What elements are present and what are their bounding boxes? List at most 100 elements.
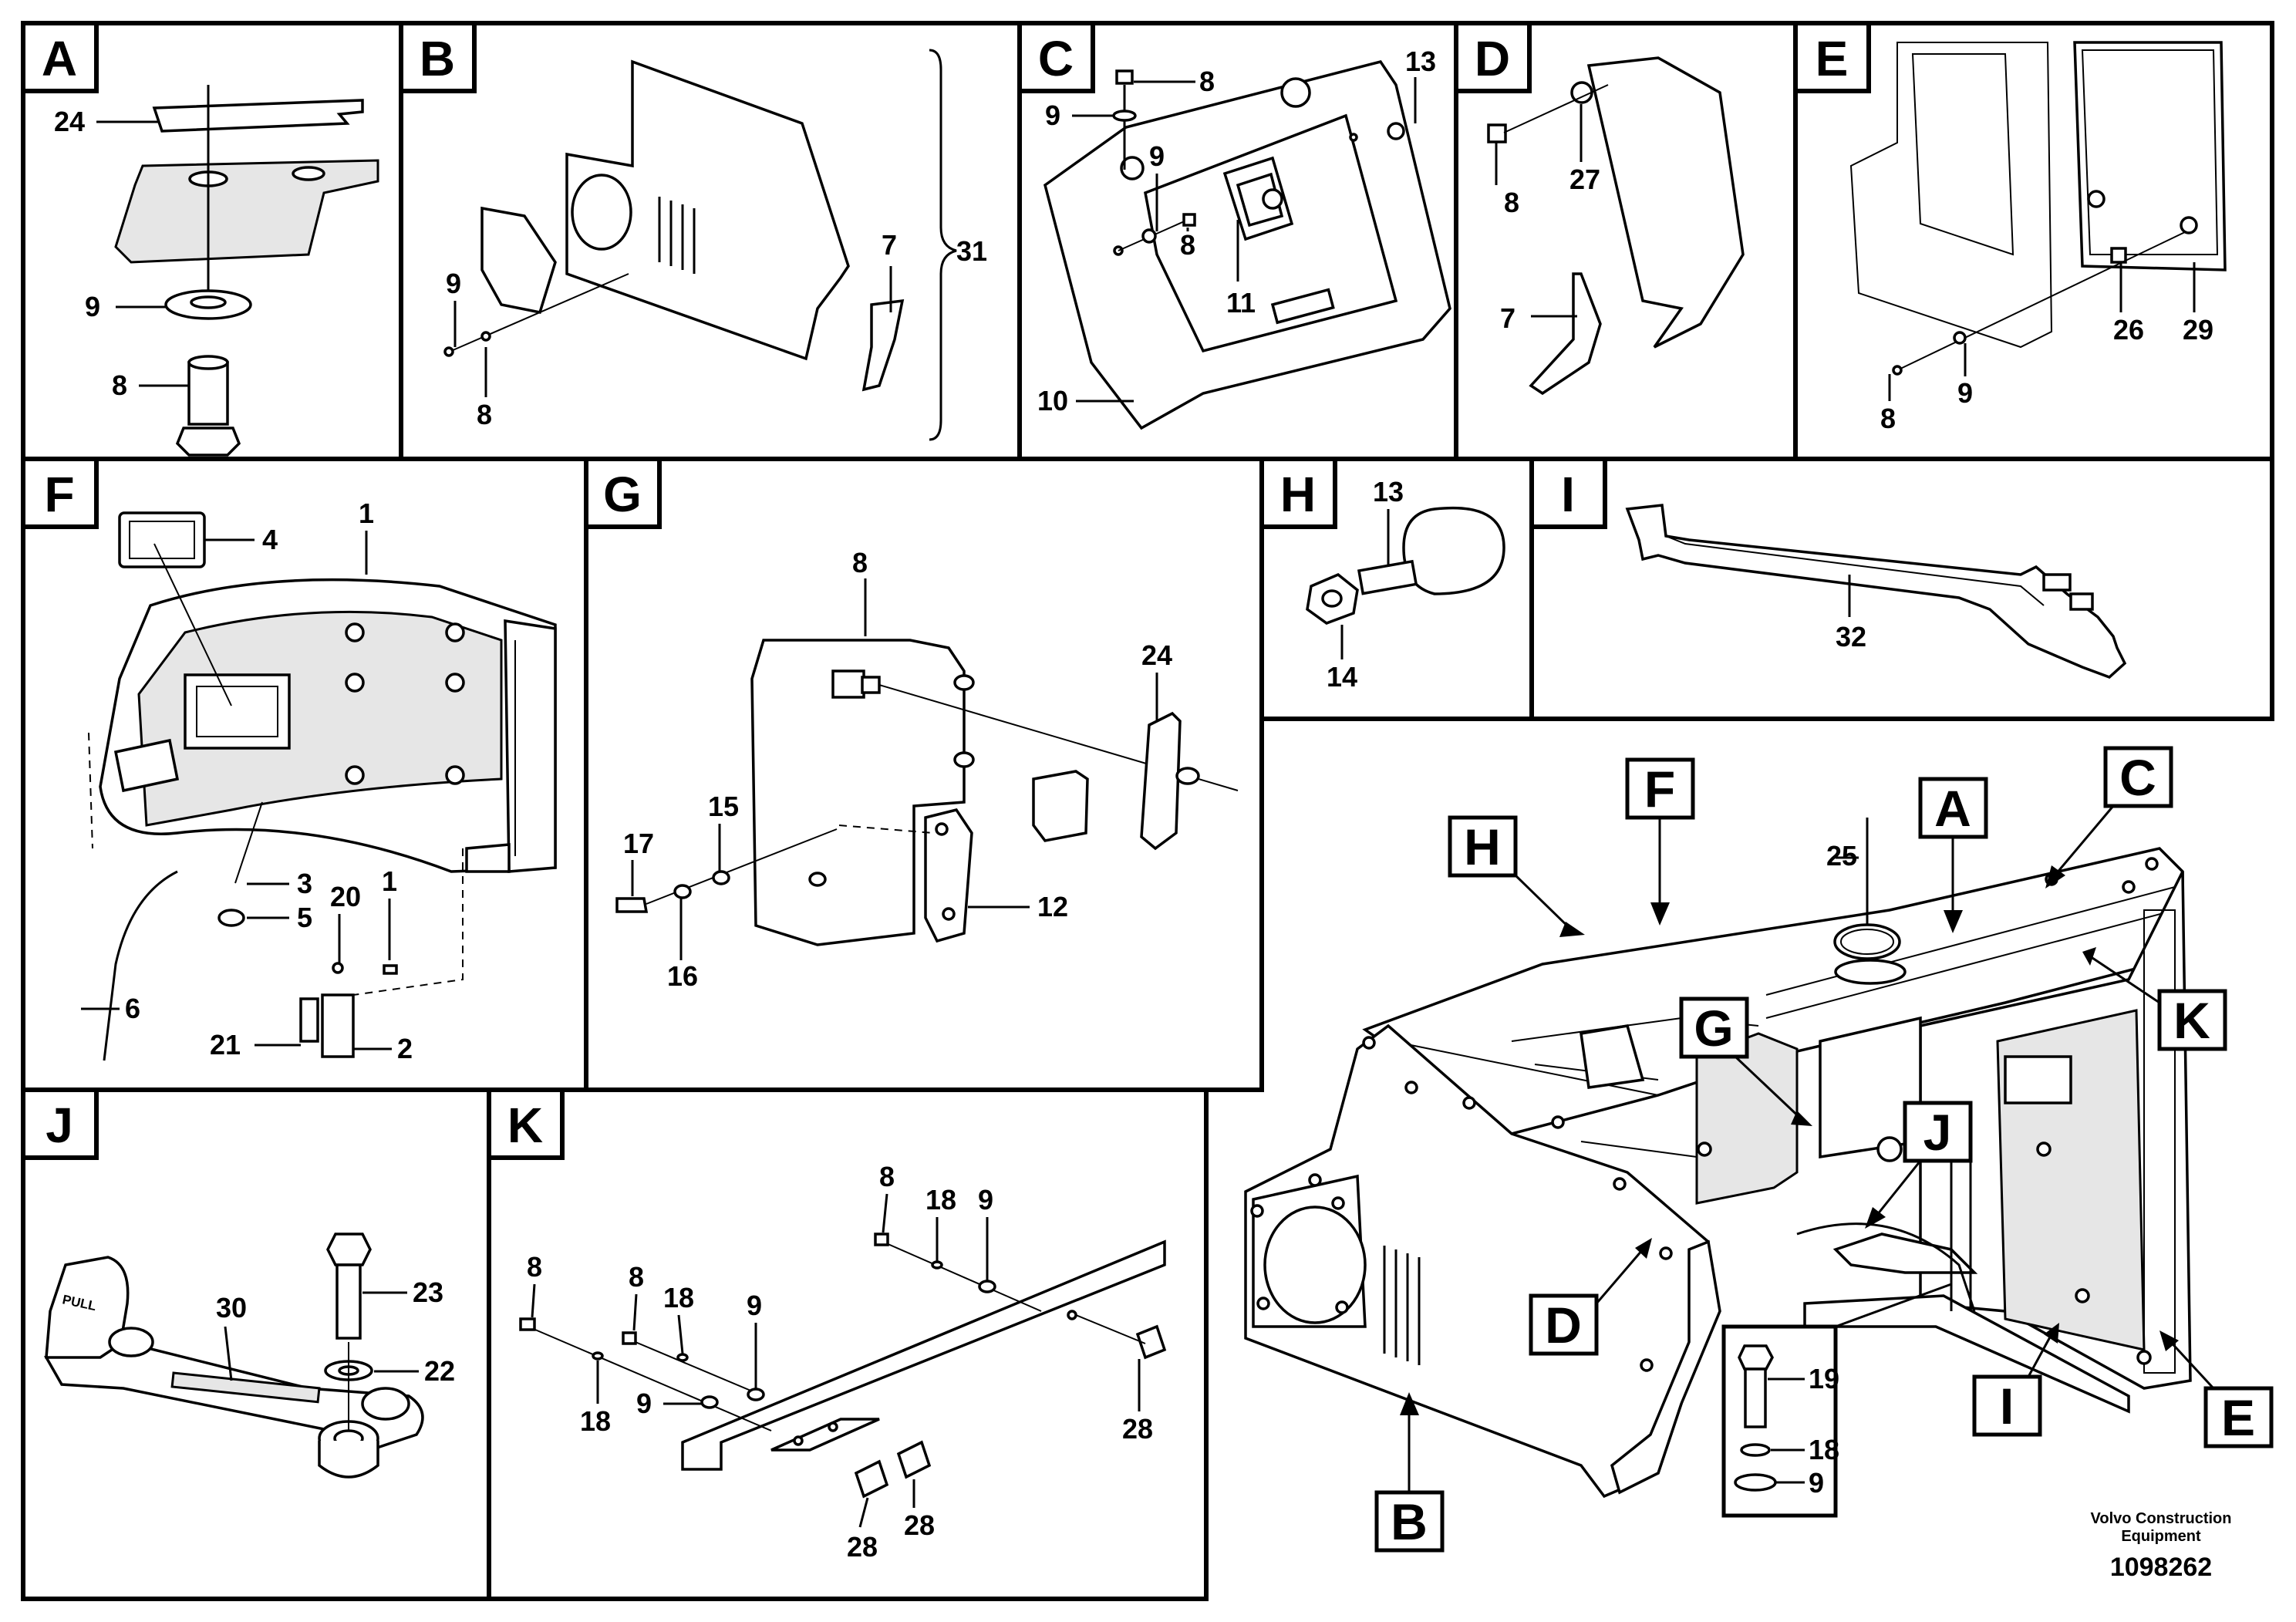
callout-k-18-top: 18 (925, 1184, 956, 1216)
overview-part-25: 25 (1826, 840, 1857, 872)
overview-callout-b: B (1374, 1392, 1445, 1553)
callout-b-8: 8 (477, 399, 492, 430)
overview-callout-k: K (2082, 947, 2227, 1051)
svg-text:H: H (1280, 467, 1316, 522)
svg-text:I: I (1561, 467, 1575, 522)
overview-callout-c: C (2045, 746, 2173, 889)
callout-k-28-mid: 28 (904, 1509, 935, 1541)
overview-part-19: 19 (1809, 1363, 1839, 1394)
panel-e-label: E (1793, 21, 1871, 93)
svg-text:F: F (44, 467, 74, 522)
callout-f-4: 4 (262, 524, 278, 555)
panel-i-frame (1529, 457, 2274, 721)
svg-text:C: C (2119, 749, 2156, 806)
callout-k-8-top: 8 (879, 1161, 895, 1192)
footer-company-line2: Equipment (2121, 1528, 2201, 1545)
callout-b-7: 7 (882, 229, 897, 261)
svg-text:K: K (507, 1098, 543, 1153)
svg-text:C: C (1038, 31, 1074, 86)
callout-i-32: 32 (1836, 621, 1866, 653)
callout-k-8-mid: 8 (629, 1261, 644, 1293)
callout-f-21: 21 (210, 1029, 241, 1061)
panel-c-drawing (1043, 59, 1451, 430)
callout-c-8-mid: 8 (1180, 229, 1195, 261)
callout-e-29: 29 (2183, 314, 2213, 346)
callout-a-9: 9 (85, 291, 100, 322)
panel-g-drawing (615, 639, 1239, 946)
panel-a-drawing (114, 85, 379, 457)
callout-f-1-bottom: 1 (382, 865, 397, 897)
svg-text:G: G (1694, 1000, 1733, 1057)
overview-callout-d: D (1529, 1238, 1652, 1356)
overview-bolt-detail (1721, 1283, 1952, 1518)
panel-i-label: I (1529, 457, 1607, 529)
callout-k-9-top: 9 (978, 1184, 993, 1216)
svg-text:D: D (1545, 1297, 1582, 1354)
overview-callout-j: J (1865, 1101, 1973, 1229)
callout-c-9-mid: 9 (1149, 140, 1165, 172)
callout-k-18-left: 18 (580, 1405, 611, 1437)
callout-e-8: 8 (1880, 403, 1896, 434)
callout-c-11: 11 (1226, 287, 1256, 319)
overview-callout-f: F (1625, 757, 1695, 926)
callout-k-9-mid: 9 (747, 1290, 762, 1321)
panel-c-label: C (1017, 21, 1095, 93)
callout-d-8: 8 (1504, 187, 1519, 218)
svg-text:A: A (1934, 780, 1971, 837)
callout-j-22: 22 (424, 1355, 455, 1387)
svg-text:I: I (2000, 1378, 2014, 1435)
svg-text:E: E (1816, 31, 1849, 86)
svg-text:B: B (1391, 1493, 1428, 1550)
overview-callout-e: E (2159, 1330, 2274, 1448)
callout-g-24: 24 (1141, 639, 1172, 671)
callout-h-14: 14 (1327, 661, 1357, 693)
panel-g-label: G (584, 457, 662, 529)
callout-a-24: 24 (54, 106, 85, 137)
panel-i-drawing (1625, 504, 2127, 679)
callout-b-9: 9 (446, 268, 461, 299)
svg-text:B: B (420, 31, 455, 86)
callout-k-18-mid: 18 (663, 1282, 694, 1313)
svg-text:G: G (603, 467, 642, 522)
svg-text:K: K (2173, 992, 2210, 1049)
callout-d-7: 7 (1500, 302, 1515, 334)
panel-b-drawing (443, 49, 957, 441)
svg-text:E: E (2221, 1389, 2255, 1446)
svg-text:H: H (1464, 818, 1501, 875)
svg-text:J: J (46, 1098, 73, 1153)
callout-e-9: 9 (1957, 377, 1973, 409)
overview-part-9: 9 (1809, 1467, 1824, 1499)
callout-k-28-right: 28 (1122, 1413, 1153, 1445)
callout-g-12: 12 (1037, 891, 1068, 922)
callout-b-31: 31 (956, 235, 987, 267)
footer-company-line1: Volvo Construction (2091, 1510, 2232, 1527)
callout-f-20: 20 (330, 881, 361, 912)
footer-drawing-number: 1098262 (2110, 1553, 2212, 1582)
callout-k-9-left: 9 (636, 1388, 652, 1419)
callout-e-26: 26 (2113, 314, 2144, 346)
panel-h-label: H (1259, 457, 1337, 529)
svg-text:J: J (1923, 1104, 1952, 1161)
callout-c-8: 8 (1199, 66, 1215, 97)
panel-j-label: J (21, 1088, 99, 1160)
panel-a-label: A (21, 21, 99, 93)
panel-d-label: D (1454, 21, 1532, 93)
callout-f-1-top: 1 (359, 497, 374, 529)
panel-e-drawing (1849, 41, 2227, 376)
overview-part-18: 18 (1809, 1434, 1839, 1465)
callout-k-28-left: 28 (847, 1531, 878, 1563)
callout-g-17: 17 (623, 828, 654, 859)
overview-assembly-drawing (1244, 847, 2192, 1499)
callout-a-8: 8 (112, 369, 127, 401)
callout-c-13: 13 (1405, 46, 1436, 77)
overview-callout-g: G (1679, 996, 1812, 1126)
overview-callout-a: A (1918, 777, 1988, 933)
panel-f-label: F (21, 457, 99, 529)
callout-g-8: 8 (852, 547, 868, 578)
svg-text:F: F (1644, 760, 1675, 818)
callout-j-23: 23 (413, 1276, 443, 1308)
callout-f-5: 5 (297, 902, 312, 933)
callout-h-13: 13 (1373, 476, 1404, 508)
panel-j-drawing: PULL (43, 1233, 424, 1479)
